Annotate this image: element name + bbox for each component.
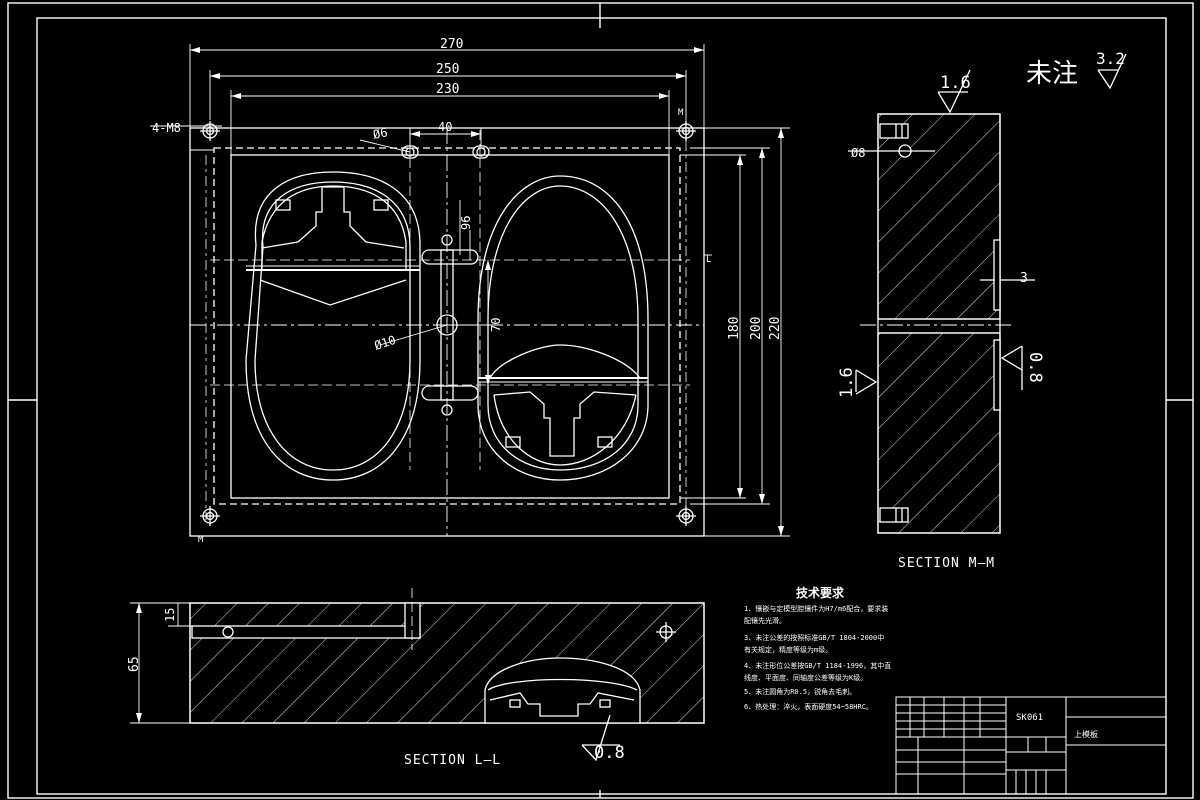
section-ll <box>130 588 705 762</box>
title-block-code: SK061 <box>1016 713 1043 723</box>
insert-outline-inner <box>230 154 670 499</box>
tech-item: 线度、平面度、同轴度公差等级为K级。 <box>744 673 867 682</box>
dim-270: 270 <box>440 37 463 52</box>
cut-mark-bottom: M <box>198 535 204 545</box>
dim-200: 200 <box>749 317 764 340</box>
dim-220: 220 <box>768 317 783 340</box>
tech-item: 6、热处理：淬火，表面硬度54~58HRC。 <box>744 702 873 711</box>
tech-title: 技术要求 <box>796 585 845 600</box>
dim-70: 70 <box>489 318 503 332</box>
section-ll-label: SECTION L—L <box>404 753 501 768</box>
cut-mark-top: M <box>678 108 684 118</box>
roughness-bottom: 0.8 <box>594 743 625 763</box>
dim-phi10: Ø10 <box>373 333 398 353</box>
sheet-border <box>7 2 1194 799</box>
dim-hole-m8: 4-M8 <box>152 121 181 135</box>
dim-250: 250 <box>436 62 459 77</box>
section-mm <box>848 53 1127 534</box>
dim-phi8: Ø8 <box>851 146 865 160</box>
title-block <box>895 696 1167 795</box>
dim-65: 65 <box>127 656 142 672</box>
roughness-left: 1.6 <box>837 367 857 398</box>
dim-180: 180 <box>727 317 742 340</box>
cavity-left <box>245 171 421 481</box>
dim-15: 15 <box>163 608 177 622</box>
roughness-unnoted-value: 3.2 <box>1096 49 1125 68</box>
cavity-right <box>477 175 649 481</box>
title-block-name: 上模板 <box>1074 729 1098 739</box>
dim-3: 3 <box>1020 271 1028 286</box>
roughness-top: 1.6 <box>940 73 971 93</box>
dim-40: 40 <box>438 120 452 134</box>
tech-item: 3、未注公差的按照标准GB/T 1804-2000中 <box>744 633 884 642</box>
tech-item: 1、镶嵌与定模型腔镶件为H7/m6配合，要求装 <box>744 604 888 613</box>
tech-items: 1、镶嵌与定模型腔镶件为H7/m6配合，要求装 配镶先光滑。 3、未注公差的按照… <box>744 604 891 711</box>
tech-item: 4、未注形位公差按GB/T 1184-1996，其中直 <box>744 661 891 670</box>
roughness-right: 0.8 <box>1025 352 1045 383</box>
dim-phi6: Ø6 <box>372 125 389 142</box>
cut-mark-l: L <box>706 255 711 265</box>
dim-96: 96 <box>459 216 473 230</box>
tech-item: 配镶先光滑。 <box>744 616 786 625</box>
section-mm-label: SECTION M—M <box>898 556 995 571</box>
tech-item: 5、未注圆角为R0.5，锐角去毛刺。 <box>744 687 856 696</box>
roughness-unnoted-label: 未注 <box>1026 59 1078 89</box>
dim-230: 230 <box>436 82 459 97</box>
plan-view <box>150 44 790 537</box>
tech-item: 有关规定，精度等级为m级。 <box>744 645 832 654</box>
